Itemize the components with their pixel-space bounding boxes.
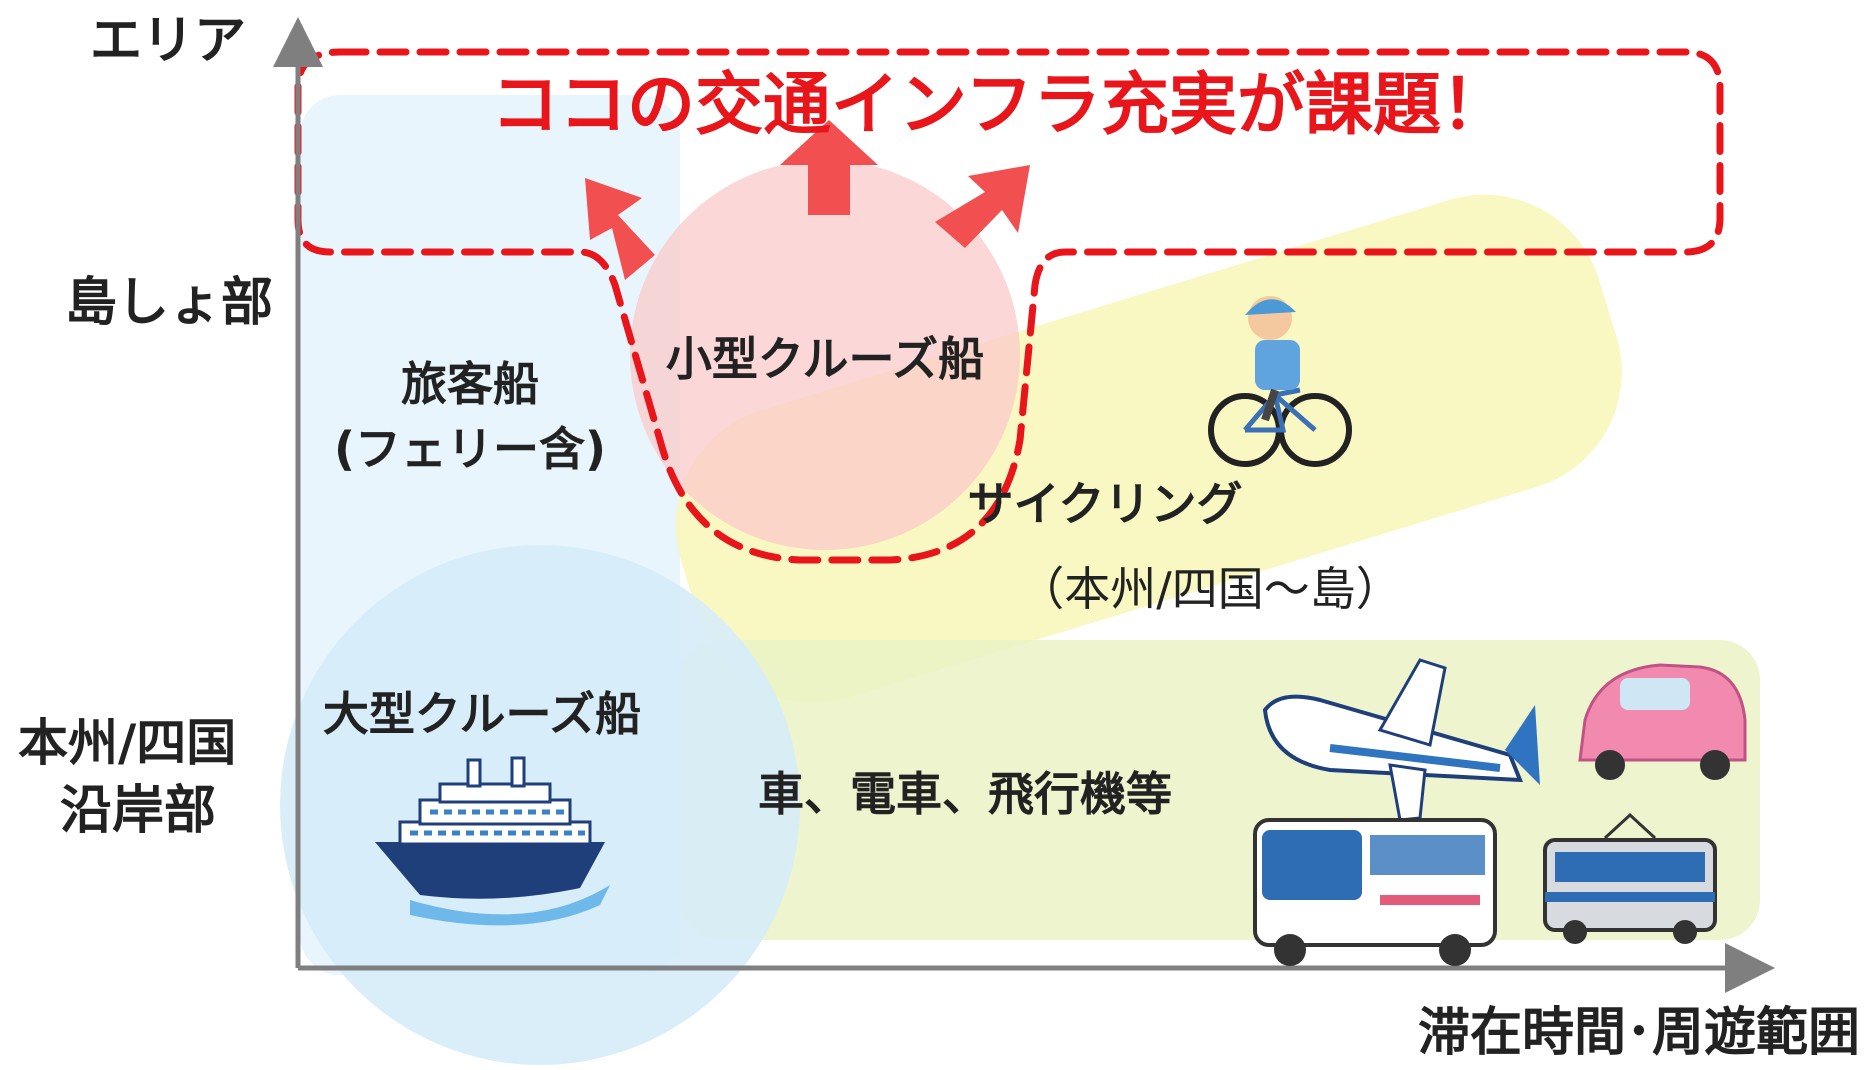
bus-icon (1253, 818, 1497, 966)
y-axis-label: エリア (90, 11, 246, 71)
airplane-icon (1262, 658, 1540, 822)
arrow-up-right-icon (935, 165, 1030, 248)
callout-outline (294, 48, 1724, 564)
x-axis-label: 滞在時間･周遊範囲 (1418, 1003, 1860, 1063)
cycling-label: サイクリング (967, 477, 1242, 531)
expansion-arrows (585, 120, 1030, 280)
callout-text: ココの交通インフラ充実が課題！ (491, 66, 1509, 145)
cycling-sublabel: （本州/四国～島） (1018, 562, 1402, 616)
ferry-label-line2: (フェリー含) (334, 422, 606, 476)
large-cruise-label: 大型クルーズ船 (323, 687, 641, 741)
y-tick-island: 島しょ部 (65, 273, 273, 333)
small-cruise-label: 小型クルーズ船 (666, 332, 984, 386)
ship-icon (375, 756, 610, 926)
arrow-up-icon (780, 120, 878, 215)
train-icon (1543, 812, 1717, 944)
arrow-up-left-icon (585, 178, 655, 280)
y-tick-mainland-line2: 沿岸部 (60, 781, 216, 841)
y-tick-mainland-line1: 本州/四国 (18, 714, 236, 772)
car-icon (1578, 663, 1747, 780)
cycling-zone (675, 194, 1622, 703)
ferry-label-line1: 旅客船 (401, 357, 539, 411)
ground-transport-label: 車、電車、飛行機等 (758, 767, 1172, 821)
cyclist-icon (1208, 296, 1352, 467)
small-cruise-zone (630, 160, 1020, 550)
